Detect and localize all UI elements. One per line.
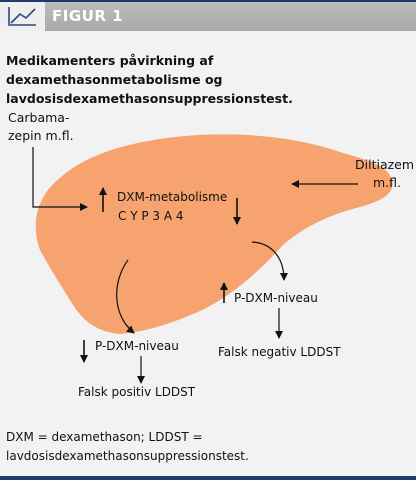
label-false-positive: Falsk positiv LDDST xyxy=(78,385,196,399)
figure-caption: Medikamenters påvirkning af dexamethason… xyxy=(6,53,293,106)
label-pdxm-right: P-DXM-niveau xyxy=(234,291,318,305)
label-false-negative: Falsk negativ LDDST xyxy=(218,345,341,359)
line-chart-icon xyxy=(8,7,36,26)
figure-title: FIGUR 1 xyxy=(52,7,124,25)
arrow-curve-right xyxy=(251,241,288,281)
arrow-curve-left xyxy=(116,259,135,334)
top-rule xyxy=(0,0,416,2)
label-carbamazepin-2: zepin m.fl. xyxy=(8,128,74,143)
liver-shape xyxy=(35,134,393,334)
label-dxm-metabolism: DXM-metabolisme xyxy=(117,190,227,204)
arrow-carbamazepin xyxy=(32,147,88,211)
label-carbamazepin-1: Carbama- xyxy=(8,110,69,125)
liver-diagram: Carbama- zepin m.fl. Diltiazem m.fl. DXM… xyxy=(8,110,414,399)
label-cyp3a4: C Y P 3 A 4 xyxy=(118,209,184,223)
header-icon-box xyxy=(0,2,45,31)
label-diltiazem-2: m.fl. xyxy=(373,175,401,190)
bottom-rule xyxy=(0,476,416,480)
label-diltiazem-1: Diltiazem xyxy=(355,157,414,172)
label-pdxm-left: P-DXM-niveau xyxy=(95,339,179,353)
figure-footnote: DXM = dexamethason; LDDST = lavdosisdexa… xyxy=(6,430,249,463)
figure-header: FIGUR 1 xyxy=(0,2,416,31)
